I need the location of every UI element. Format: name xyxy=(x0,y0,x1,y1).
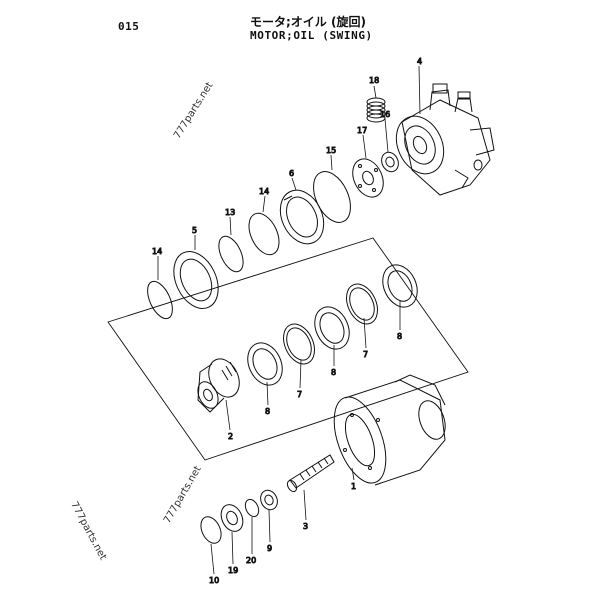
callout-17: 17 xyxy=(357,126,367,135)
o-ring-part-15 xyxy=(313,171,351,223)
diagram-title-english: MOTOR;OIL (SWING) xyxy=(250,29,373,42)
snap-ring-part-10 xyxy=(200,516,222,544)
cylinder-block-part-2 xyxy=(197,358,240,413)
bearing-part-16 xyxy=(381,151,399,173)
collar-part-19 xyxy=(220,504,244,532)
o-ring-part-20 xyxy=(244,498,260,518)
callout-8-top: 8 xyxy=(397,332,402,341)
callout-3: 3 xyxy=(303,522,308,531)
bearing-part-9 xyxy=(260,489,278,511)
separator-plate-part-7-top xyxy=(346,283,378,325)
callout-18: 18 xyxy=(369,76,379,85)
shaft-part-3 xyxy=(286,454,335,493)
ring-part-6 xyxy=(279,189,325,245)
friction-plate-part-8-top xyxy=(382,264,418,308)
callout-8-low: 8 xyxy=(265,407,270,416)
callout-8-mid: 8 xyxy=(331,368,336,377)
callout-6: 6 xyxy=(289,169,294,178)
page-number: 015 xyxy=(118,20,140,33)
diagram-title-japanese: モータ;オイル (旋回) xyxy=(250,15,366,29)
o-ring-part-14-lower xyxy=(147,280,173,320)
separator-plate-part-7-mid xyxy=(283,323,315,365)
callout-14-upper: 14 xyxy=(259,187,269,196)
callout-14-lower: 14 xyxy=(152,247,162,256)
callout-1: 1 xyxy=(351,482,356,491)
callout-20: 20 xyxy=(246,556,256,565)
callout-4: 4 xyxy=(417,57,422,66)
callout-10: 10 xyxy=(209,576,219,585)
friction-plate-part-8-mid xyxy=(314,306,350,350)
callout-7-top: 7 xyxy=(363,350,368,359)
leader-lines xyxy=(157,65,421,575)
o-ring-part-14-upper xyxy=(248,212,280,256)
plate-part-17 xyxy=(352,158,384,198)
ring-part-5 xyxy=(173,251,219,309)
callout-16: 16 xyxy=(380,110,390,119)
callout-19: 19 xyxy=(228,566,238,575)
motor-body-part-4 xyxy=(395,83,495,196)
housing-part-1 xyxy=(333,374,446,486)
callout-5: 5 xyxy=(192,226,197,235)
callout-7-mid: 7 xyxy=(297,390,302,399)
callout-9: 9 xyxy=(267,544,272,553)
o-ring-part-13 xyxy=(218,235,244,273)
callout-15: 15 xyxy=(326,146,336,155)
friction-plate-part-8-low xyxy=(247,342,283,386)
callout-13: 13 xyxy=(225,208,235,217)
callout-2: 2 xyxy=(228,432,233,441)
group-boundary-box xyxy=(107,237,469,461)
